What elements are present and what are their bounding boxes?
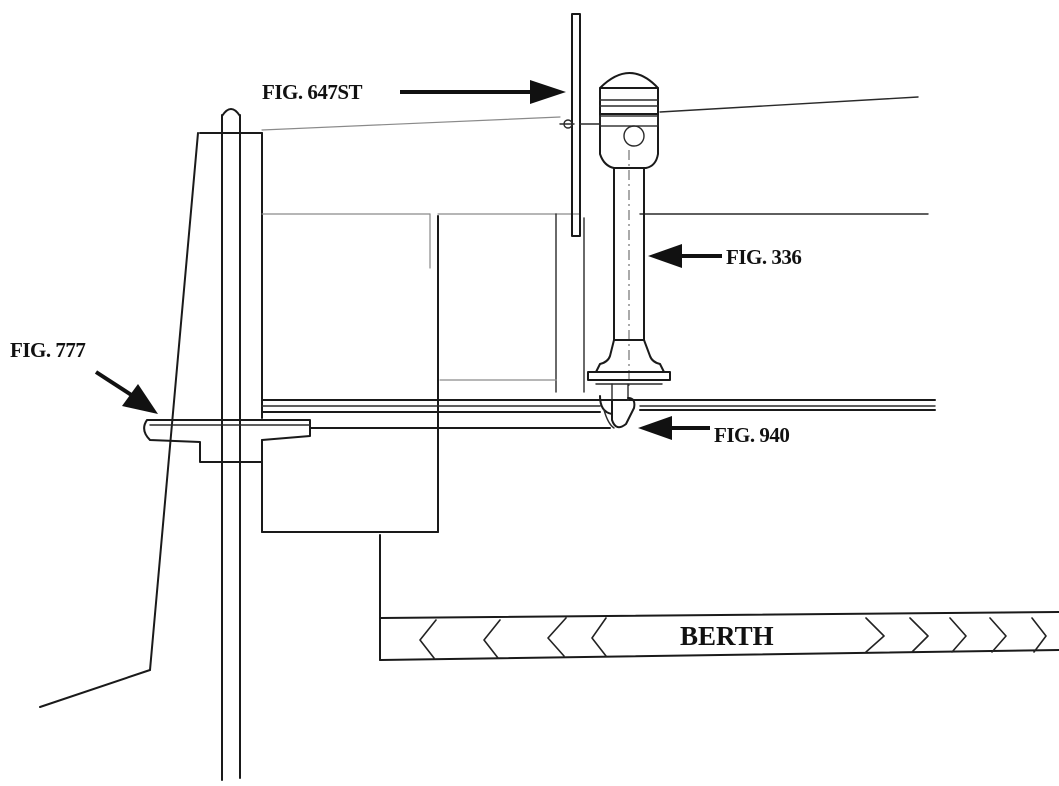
fig-336-post [587, 72, 671, 390]
berth-chevrons-left [419, 617, 607, 659]
callout-fig-336: FIG. 336 [648, 244, 802, 269]
callout-fig-777: FIG. 777 [10, 338, 158, 414]
callout-label-fig-777: FIG. 777 [10, 338, 85, 362]
fig-940-hanger [599, 383, 636, 429]
berth-strip: BERTH [379, 611, 1059, 661]
sloped-wall [39, 132, 199, 708]
callout-fig-940: FIG. 940 [638, 416, 790, 447]
fig-647st-plate [559, 13, 601, 237]
pier-column [199, 108, 263, 781]
arrow-fig-777-shaft [94, 370, 138, 400]
fig-777-bracket [143, 419, 311, 463]
arrow-fig-647st-head [530, 80, 566, 104]
callout-label-fig-336: FIG. 336 [726, 245, 801, 269]
arrow-fig-336-head [648, 244, 682, 268]
berth-label: BERTH [680, 621, 774, 651]
callout-fig-647st: FIG. 647ST [262, 80, 566, 104]
callout-label-fig-940: FIG. 940 [714, 423, 789, 447]
deck-slab [261, 399, 936, 429]
mid-frame [261, 213, 929, 393]
arrow-fig-940-head [638, 416, 672, 440]
upper-deck-line [261, 96, 919, 131]
inner-box [261, 215, 439, 533]
arrow-fig-777-head [122, 384, 158, 414]
callout-label-fig-647st: FIG. 647ST [262, 80, 363, 104]
berth-chevrons-right [865, 617, 1047, 653]
